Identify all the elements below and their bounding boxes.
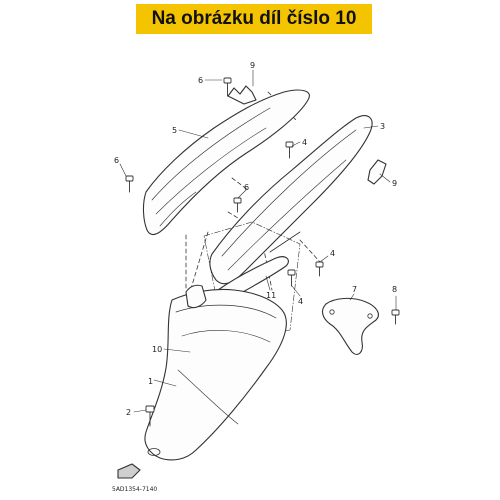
callout-6-left: 6 bbox=[114, 156, 119, 165]
callout-8: 8 bbox=[392, 285, 397, 294]
screw-2 bbox=[145, 405, 155, 427]
screw-4-low bbox=[287, 269, 296, 287]
part-10-inner-piece bbox=[185, 284, 207, 309]
part-tag-icon bbox=[117, 463, 141, 479]
screw-6-left bbox=[125, 175, 134, 193]
callout-3: 3 bbox=[380, 122, 385, 131]
part-9-clip-upper bbox=[227, 85, 257, 105]
callout-4-top: 4 bbox=[302, 138, 307, 147]
part-5-side-cover-upper bbox=[142, 89, 310, 235]
callout-numbers: 1 2 3 4 4 4 5 6 6 6 7 8 9 9 10 11 5AD135… bbox=[112, 61, 397, 493]
screw-6-mid bbox=[233, 197, 242, 213]
callout-9-right: 9 bbox=[392, 179, 397, 188]
part-7-small-bracket bbox=[321, 297, 379, 355]
callout-2: 2 bbox=[126, 408, 131, 417]
callout-4-low: 4 bbox=[298, 297, 303, 306]
callout-10: 10 bbox=[152, 345, 162, 354]
part-9-clip-right bbox=[367, 159, 387, 185]
part-1-lower-cover bbox=[144, 288, 287, 461]
callout-4-mid: 4 bbox=[330, 249, 335, 258]
part-3-side-cover-right bbox=[209, 115, 373, 285]
screws bbox=[125, 77, 400, 427]
callout-11: 11 bbox=[266, 291, 276, 300]
screw-4-mid bbox=[315, 261, 324, 277]
title-banner: Na obrázku díl číslo 10 bbox=[136, 4, 372, 34]
panel-outline bbox=[203, 221, 301, 337]
title-text: Na obrázku díl číslo 10 bbox=[151, 8, 357, 29]
callout-5: 5 bbox=[172, 126, 177, 135]
leader-lines bbox=[119, 69, 397, 413]
screw-4-top bbox=[285, 141, 294, 159]
callout-7: 7 bbox=[352, 285, 357, 294]
screw-6-top bbox=[223, 77, 232, 97]
callout-1: 1 bbox=[148, 377, 153, 386]
callout-6-top: 6 bbox=[198, 76, 203, 85]
screw-8 bbox=[391, 309, 400, 325]
diagram-code: 5AD1354-7140 bbox=[112, 486, 157, 493]
callout-9-top: 9 bbox=[250, 61, 255, 70]
callout-6-mid: 6 bbox=[244, 183, 249, 192]
